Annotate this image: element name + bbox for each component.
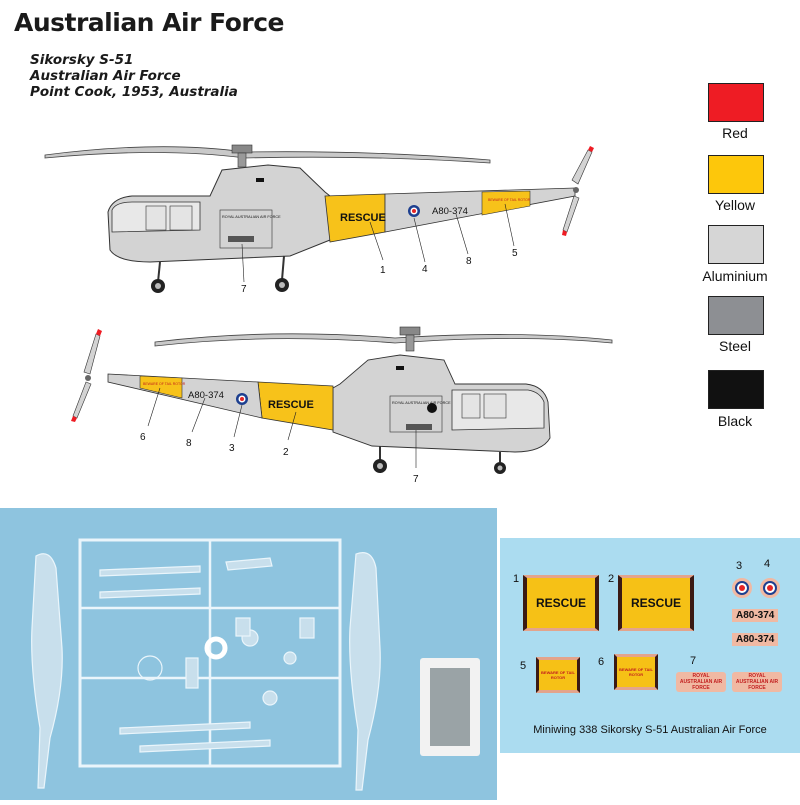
subtitle-location: Point Cook, 1953, Australia — [30, 84, 238, 100]
decal-number-4: 4 — [764, 558, 771, 570]
top-warning-marking: BEWARE OF TAIL ROTOR — [488, 198, 531, 202]
subtitle-model: Sikorsky S-51 — [30, 52, 134, 68]
helicopter-profile-top: RESCUE A80-374 BEWARE OF TAIL ROTOR ROYA… — [44, 144, 594, 295]
subtitle-operator: Australian Air Force — [30, 68, 181, 84]
decal-sheet-caption: Miniwing 338 Sikorsky S-51 Australian Ai… — [533, 724, 767, 736]
top-cabin-marking: ROYAL AUSTRALIAN AIR FORCE — [222, 215, 281, 219]
decal-sheet: 1 RESCUE 2 RESCUE 3 4 A80-374 A80-374 5 … — [500, 538, 800, 753]
decal-roundel-4 — [760, 578, 780, 598]
bottom-warning-marking: BEWARE OF TAIL ROTOR — [143, 382, 186, 386]
top-callout-4: 4 — [422, 264, 428, 275]
bottom-callout-3: 3 — [229, 443, 235, 454]
decal-number-1: 1 — [513, 573, 520, 585]
decal-serial-2: A80-374 — [732, 633, 779, 646]
sprue-drawing — [31, 538, 480, 791]
top-rescue-marking: RESCUE — [340, 212, 386, 224]
legend-label-aluminium: Aluminium — [702, 268, 768, 284]
legend-swatch-red — [708, 83, 764, 122]
legend-label-black: Black — [717, 413, 753, 429]
legend-swatch-steel — [708, 296, 764, 335]
top-callout-1: 1 — [380, 265, 386, 276]
top-callout-5: 5 — [512, 248, 518, 259]
decal-number-7: 7 — [690, 655, 697, 667]
decal-serial-1: A80-374 — [732, 609, 779, 622]
legend-label-steel: Steel — [719, 338, 751, 354]
decal-number-6: 6 — [598, 656, 605, 668]
helicopter-profiles: RESCUE A80-374 BEWARE OF TAIL ROTOR ROYA… — [44, 144, 613, 485]
decal-number-5: 5 — [520, 660, 527, 672]
legend-label-yellow: Yellow — [715, 197, 755, 213]
legend-label-red: Red — [722, 125, 748, 141]
decal-rescue-1: RESCUE — [523, 575, 599, 631]
decal-raf-1: ROYAL AUSTRALIAN AIR FORCE — [676, 672, 726, 692]
bottom-callout-7: 7 — [413, 474, 419, 485]
bottom-cabin-marking: ROYAL AUSTRALIAN AIR FORCE — [392, 401, 451, 405]
bottom-callout-2: 2 — [283, 447, 289, 458]
bottom-serial-marking: A80-374 — [188, 390, 224, 401]
decal-number-3: 3 — [736, 560, 743, 572]
bottom-rescue-marking: RESCUE — [268, 399, 314, 411]
bottom-callout-8: 8 — [186, 438, 192, 449]
decal-number-2: 2 — [608, 573, 615, 585]
legend-swatch-black — [708, 370, 764, 409]
legend-swatch-aluminium — [708, 225, 764, 264]
top-callout-8: 8 — [466, 256, 472, 267]
decal-rescue-2: RESCUE — [618, 575, 694, 631]
top-serial-marking: A80-374 — [432, 206, 468, 217]
sprue-photo — [0, 508, 497, 800]
decal-warning-6: BEWARE OF TAIL ROTOR — [614, 654, 658, 690]
decal-warning-5: BEWARE OF TAIL ROTOR — [536, 657, 580, 693]
decal-roundel-3 — [732, 578, 752, 598]
bottom-callout-6: 6 — [140, 432, 146, 443]
decal-raf-2: ROYAL AUSTRALIAN AIR FORCE — [732, 672, 782, 692]
page-title: Australian Air Force — [14, 8, 284, 37]
top-callout-7: 7 — [241, 284, 247, 295]
helicopter-profile-bottom: RESCUE A80-374 BEWARE OF TAIL ROTOR ROYA… — [71, 326, 613, 485]
legend-swatch-yellow — [708, 155, 764, 194]
